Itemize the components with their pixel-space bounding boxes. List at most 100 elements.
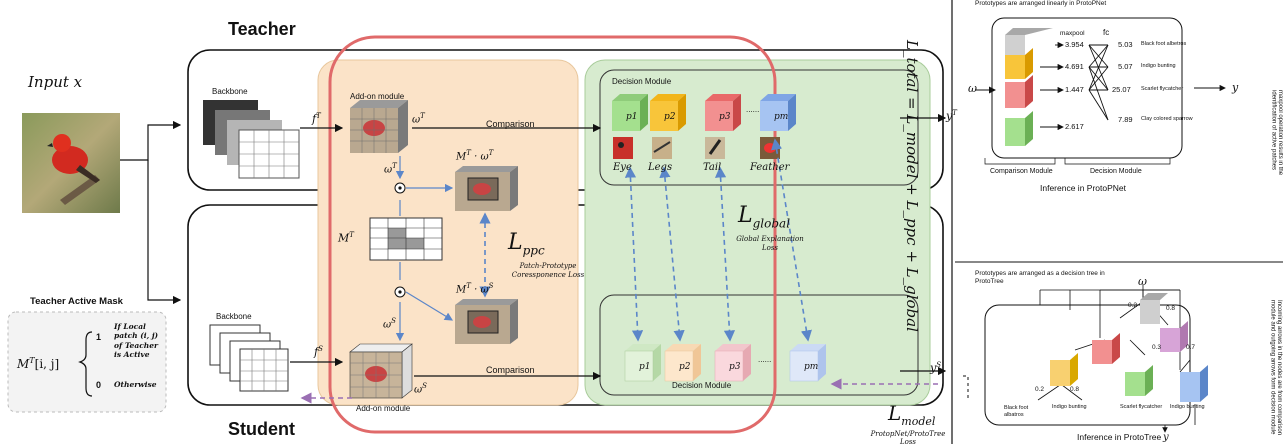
proto-s-1: p1 — [639, 362, 651, 372]
class-0: Black foot albetros — [1141, 41, 1187, 47]
leaf-3: Indigo bunting — [1170, 404, 1205, 410]
proto-s-3: p3 — [729, 362, 741, 372]
omega-teacher-top: ωT — [412, 112, 425, 126]
input-image — [22, 113, 120, 213]
student-title: Student — [228, 419, 295, 439]
protopnet-comparison-module: Comparison Module — [990, 168, 1053, 175]
backbone-arrows — [290, 123, 344, 367]
part-legs: Legs — [648, 162, 673, 173]
output-1: 5.07 — [1118, 62, 1133, 71]
edge-2: 0.3 — [1152, 344, 1162, 351]
input-arrows — [120, 120, 182, 305]
prototree-top-text: Prototypes are arranged as a decision tr… — [975, 270, 1105, 286]
case-zero-text: Otherwise — [114, 380, 157, 389]
teacher-masked-patch — [455, 166, 518, 211]
class-3: Clay colored sparrow — [1141, 116, 1193, 122]
score-0: 3.954 — [1065, 40, 1084, 49]
part-feather: Feather — [750, 162, 790, 173]
y-student: yS — [930, 361, 942, 375]
case-one-value: 1 — [96, 332, 102, 342]
protopnet-side-note: maxpool operation results in the identif… — [1270, 90, 1283, 176]
student-masked-patch — [455, 299, 518, 344]
protopnet-maxpool: maxpool — [1060, 30, 1085, 37]
omega-teacher-mid: ωT — [384, 162, 397, 176]
student-addon-cube — [349, 343, 413, 399]
edge-0: 0.2 — [1128, 302, 1138, 309]
part-eye: Eye — [613, 162, 632, 173]
class-2: Scarlet flycatcher — [1141, 86, 1184, 92]
protopnet-diagram — [975, 17, 1226, 165]
proto-t-2: p2 — [664, 112, 676, 122]
l-ppc: Lppc — [508, 230, 545, 258]
l-model: Lmodel — [888, 401, 936, 428]
teacher-mask-grid — [369, 217, 443, 261]
l-global: Lglobal — [738, 203, 791, 231]
model-loss-link — [963, 375, 969, 400]
ppc-desc: Patch-Prototype Coressponence Loss — [511, 262, 585, 280]
edge-4: 0.2 — [1035, 386, 1045, 393]
student-addon-label: Add-on module — [356, 404, 411, 413]
global-links — [624, 138, 812, 342]
student-backbone — [209, 324, 289, 392]
proto-s-2: p2 — [679, 362, 691, 372]
teacher-prototypes — [612, 94, 796, 131]
proto-s-m: pm — [804, 362, 819, 372]
prototree-side-note: Incoming arrows in the nodes are from co… — [1269, 300, 1282, 436]
protopnet-top-text: Prototypes are arranged linearly in Prot… — [975, 0, 1107, 7]
teacher-decision-label: Decision Module — [612, 77, 672, 86]
leaf-0: Black foot albatros — [1004, 405, 1029, 418]
teacher-addon-cube — [350, 100, 408, 153]
case-one-text: If Local patch (i, j) of Teacher is Acti… — [114, 322, 159, 360]
active-mask-box — [7, 311, 167, 413]
input-label: Input x — [28, 73, 83, 91]
ldots-student: ...... — [758, 355, 772, 364]
omega-student-bottom: ωS — [414, 382, 427, 396]
edge-3: 0.7 — [1186, 344, 1196, 351]
teacher-backbone-label: Backbone — [212, 87, 248, 96]
protopnet-fc: fc — [1103, 28, 1110, 37]
f-teacher: fT — [312, 112, 321, 126]
student-decision-label: Decision Module — [672, 381, 732, 390]
case-zero-value: 0 — [96, 380, 102, 390]
teacher-addon-label: Add-on module — [350, 92, 405, 101]
proto-t-3: p3 — [719, 112, 731, 122]
class-1: Indigo bunting — [1141, 63, 1176, 69]
prototree-caption: Inference in ProtoTree — [1077, 432, 1162, 442]
y-teacher: yT — [946, 109, 957, 123]
score-1: 4.691 — [1065, 62, 1084, 71]
masked-student-label: MT · ωS — [456, 282, 494, 296]
cases-brace — [78, 331, 93, 397]
output-2: 25.07 — [1112, 85, 1131, 94]
teacher-title: Teacher — [228, 19, 296, 39]
ldots-teacher: ...... — [746, 105, 760, 114]
output-0: 5.03 — [1118, 40, 1133, 49]
output-3: 7.89 — [1118, 115, 1133, 124]
active-mask-title: Teacher Active Mask — [30, 296, 123, 307]
prototree-y: y — [1163, 432, 1169, 443]
score-3: 2.617 — [1065, 122, 1084, 131]
mask-grid-label: MT — [338, 231, 354, 245]
student-prototypes — [624, 344, 826, 382]
mask-formula: MT[i, j] — [17, 356, 60, 371]
protopnet-caption: Inference in ProtoPNet — [1040, 183, 1126, 193]
mask-flow-arrows — [395, 156, 454, 342]
prototree-diagram — [984, 285, 1208, 433]
teacher-backbone — [203, 100, 300, 179]
global-desc: Global Explanation Loss — [736, 235, 804, 253]
edge-1: 0.8 — [1166, 305, 1176, 312]
masked-teacher-label: MT · ωT — [456, 149, 494, 163]
part-images — [613, 137, 780, 159]
edge-5: 0.8 — [1070, 386, 1080, 393]
comparison-student: Comparison — [486, 365, 535, 375]
leaf-1: Indigo bunting — [1052, 404, 1087, 410]
proto-t-1: p1 — [626, 112, 638, 122]
protopnet-y: y — [1232, 81, 1239, 94]
score-2: 1.447 — [1065, 85, 1084, 94]
protopnet-omega: ω — [968, 82, 977, 95]
comparison-teacher: Comparison — [486, 119, 535, 129]
comparison-arrows — [412, 113, 947, 381]
student-decision-box — [599, 294, 919, 396]
prototree-omega: ω — [1138, 275, 1147, 288]
part-tail: Tail — [703, 162, 722, 173]
